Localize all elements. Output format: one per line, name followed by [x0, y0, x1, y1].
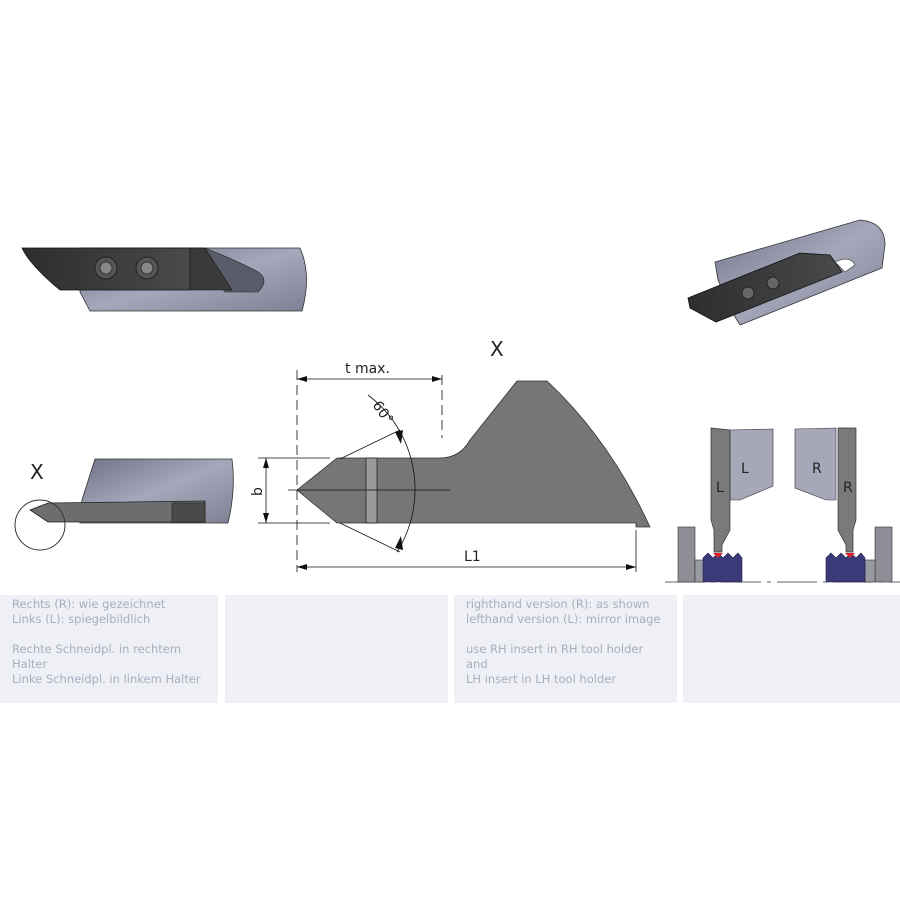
empty-panel [683, 595, 900, 703]
left-right-application-view: L L R R [665, 427, 900, 583]
note-text: lefthand version (L): mirror image [466, 612, 661, 626]
empty-panel [225, 595, 448, 703]
note-text: Rechts (R): wie gezeichnet [12, 597, 166, 611]
holder-isometric-view [687, 219, 886, 326]
notes-german-panel: Rechts (R): wie gezeichnet Links (L): sp… [0, 595, 218, 703]
note-text: Rechte Schneidpl. in rechtem Halter [12, 642, 182, 671]
detail-label: X [30, 460, 44, 484]
insert-detail-view: X t max. b 60° L1 [250, 337, 651, 572]
left-insert-label: L [716, 480, 724, 496]
note-text: righthand version (R): as shown [466, 597, 650, 611]
left-holder-label: L [741, 461, 749, 477]
angle-label: 60° [369, 398, 396, 428]
assembly-top-view: X [14, 458, 234, 551]
note-text: LH insert in LH tool holder [466, 672, 617, 686]
l1-label: L1 [464, 549, 481, 565]
screw-icon [94, 256, 118, 280]
right-insert-label: R [843, 480, 853, 496]
notes-english-panel: righthand version (R): as shown lefthand… [454, 595, 677, 703]
note-text: use RH insert in RH tool holder and [466, 642, 644, 671]
holder-side-view [21, 247, 307, 312]
note-text: Links (L): spiegelbildlich [12, 612, 151, 626]
note-text: Linke Schneidpl. in linkem Halter [12, 672, 201, 686]
view-label: X [490, 337, 504, 361]
screw-icon [135, 256, 159, 280]
b-label: b [250, 487, 266, 496]
t-max-label: t max. [345, 361, 390, 377]
contact-point-icon [845, 553, 855, 558]
right-holder-label: R [812, 461, 822, 477]
contact-point-icon [713, 553, 723, 558]
